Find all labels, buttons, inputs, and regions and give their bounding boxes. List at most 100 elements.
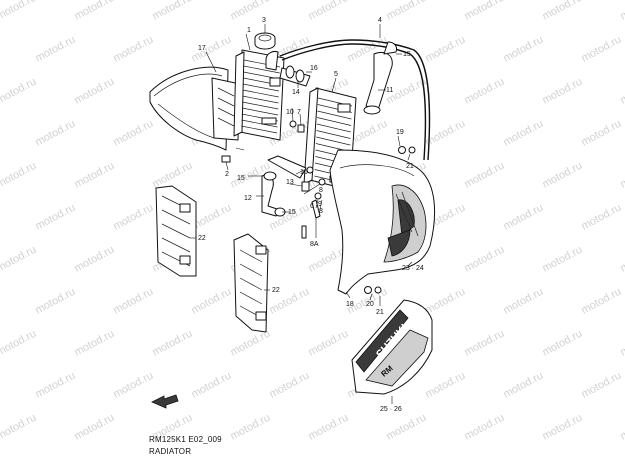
watermark-text: motod.ru	[501, 286, 545, 317]
watermark-text: motod.ru	[423, 370, 467, 401]
watermark-text: motod.ru	[384, 0, 428, 23]
upper-hose	[363, 41, 397, 115]
watermark-text: motod.ru	[618, 412, 625, 443]
watermark-text: motod.ru	[579, 370, 623, 401]
left-side-guard	[155, 185, 197, 277]
callout: 11	[386, 87, 393, 94]
watermark-text: motod.ru	[72, 76, 116, 107]
watermark-text: motod.ru	[189, 286, 233, 317]
callout: 3	[262, 17, 266, 24]
watermark-text: motod.ru	[72, 160, 116, 191]
callout: 10	[286, 109, 294, 116]
right-radiator-shroud	[329, 149, 436, 295]
radiator-fin	[316, 123, 351, 133]
watermark-text: motod.ru	[618, 328, 625, 359]
watermark-text: motod.ru	[0, 160, 38, 191]
radiator-fin	[243, 65, 280, 74]
watermark-text: motod.ru	[618, 76, 625, 107]
watermark-text: motod.ru	[579, 286, 623, 317]
watermark-text: motod.ru	[540, 76, 584, 107]
watermark-text: motod.ru	[618, 160, 625, 191]
callout: 19	[396, 129, 404, 136]
radiator-fin	[242, 95, 279, 104]
callout: 2	[225, 171, 229, 178]
watermark-text: motod.ru	[579, 34, 623, 65]
watermark-text: motod.ru	[267, 370, 311, 401]
callout: 13	[286, 179, 294, 186]
callout: 21	[406, 163, 414, 170]
radiator-fin	[241, 125, 278, 134]
watermark-text: motod.ru	[33, 286, 77, 317]
watermark-text: motod.ru	[189, 370, 233, 401]
watermark-text: motod.ru	[540, 412, 584, 443]
watermark-text: motod.ru	[423, 34, 467, 65]
watermark-text: motod.ru	[462, 0, 506, 23]
watermark-text: motod.ru	[540, 160, 584, 191]
watermark-text: motod.ru	[540, 328, 584, 359]
watermark-text: motod.ru	[423, 286, 467, 317]
watermark-text: motod.ru	[0, 412, 38, 443]
callout: 20	[366, 301, 374, 308]
watermark-text: motod.ru	[501, 118, 545, 149]
left-radiator	[233, 49, 285, 141]
watermark-text: motod.ru	[462, 76, 506, 107]
watermark-text: motod.ru	[33, 34, 77, 65]
callout: 18	[346, 301, 354, 308]
radiator-cap	[254, 32, 276, 50]
watermark-text: motod.ru	[72, 412, 116, 443]
diagram-title: RADIATOR	[149, 447, 192, 456]
callout: 14	[292, 89, 300, 96]
callout: 21	[376, 309, 384, 316]
watermark-text: motod.ru	[0, 76, 38, 107]
watermark-text: motod.ru	[150, 328, 194, 359]
watermark-text: motod.ru	[306, 412, 350, 443]
radiator-fin	[317, 117, 352, 126]
callout: 23 · 24	[402, 265, 424, 272]
radiator-fin	[316, 136, 351, 146]
watermark-text: motod.ru	[462, 244, 506, 275]
watermark-text: motod.ru	[72, 0, 116, 23]
watermark-text: motod.ru	[111, 118, 155, 149]
callout: 25 · 26	[380, 406, 402, 413]
watermark-text: motod.ru	[189, 34, 233, 65]
watermark-text: motod.ru	[150, 0, 194, 23]
watermark-text: motod.ru	[228, 412, 272, 443]
callout: 15	[288, 209, 296, 216]
watermark-text: motod.ru	[0, 328, 38, 359]
watermark-text: motod.ru	[540, 244, 584, 275]
radiator-fin	[242, 83, 280, 92]
callout: 22	[198, 235, 206, 242]
leader-lines	[190, 24, 413, 404]
callout: 5	[334, 71, 338, 78]
watermark-text: motod.ru	[111, 202, 155, 233]
watermark-text: motod.ru	[111, 370, 155, 401]
watermark-text: motod.ru	[111, 34, 155, 65]
watermark-text: motod.ru	[579, 202, 623, 233]
watermark-text: motod.ru	[33, 370, 77, 401]
radiator-fin	[242, 101, 279, 110]
radiator-fin	[242, 89, 279, 98]
watermark-text: motod.ru	[306, 328, 350, 359]
watermark-text: motod.ru	[72, 328, 116, 359]
callout: 8	[319, 208, 323, 215]
left-radiator-guard	[149, 66, 241, 151]
right-side-guard	[233, 233, 269, 333]
watermark-text: motod.ru	[0, 0, 38, 23]
radiator-fin	[241, 119, 278, 128]
watermark-text: motod.ru	[618, 244, 625, 275]
callout: 4	[378, 17, 382, 24]
callout: 6	[310, 203, 314, 210]
radiator-fin	[316, 130, 351, 139]
watermark-text: motod.ru	[462, 412, 506, 443]
callout: 1	[247, 27, 251, 34]
radiator-fin	[241, 107, 279, 116]
watermark-text: motod.ru	[72, 244, 116, 275]
callout: 17	[198, 45, 206, 52]
callout: 16	[310, 65, 318, 72]
callout: 15	[403, 51, 411, 58]
connecting-pipe	[279, 65, 311, 87]
watermark-text: motod.ru	[501, 202, 545, 233]
callout: 15	[237, 175, 245, 182]
watermark-text: motod.ru	[462, 160, 506, 191]
